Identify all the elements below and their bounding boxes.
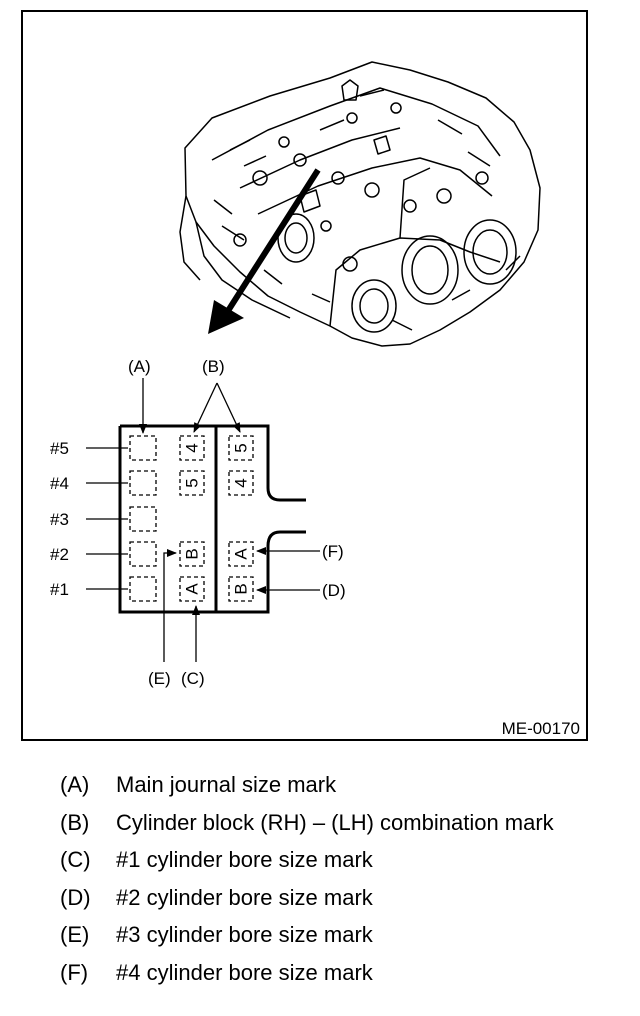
- callout-a: (A): [128, 357, 151, 376]
- journal-label-1: #1: [50, 580, 69, 599]
- mark-left-2: 5: [183, 478, 202, 487]
- legend-text: Cylinder block (RH) – (LH) combination m…: [116, 809, 554, 835]
- legend-key: (C): [60, 847, 91, 872]
- journal-label-5: #5: [50, 439, 69, 458]
- legend-item: (E) #3 cylinder bore size mark: [60, 916, 630, 954]
- legend-text: #4 cylinder bore size mark: [116, 959, 373, 985]
- callout-c: (C): [181, 669, 205, 688]
- mark-left-3: B: [183, 548, 202, 559]
- figure-code: ME-00170: [502, 719, 580, 738]
- mark-left-4: A: [183, 583, 202, 595]
- legend-text: Main journal size mark: [116, 772, 337, 797]
- legend-item: (D) #2 cylinder bore size mark: [60, 879, 630, 917]
- legend-item: (B) Cylinder block (RH) – (LH) combinati…: [60, 804, 630, 842]
- mark-right-2: 4: [232, 478, 251, 487]
- journal-label-4: #4: [50, 474, 69, 493]
- mark-detail-diagram: [86, 378, 320, 662]
- mark-left-1: 4: [183, 443, 202, 452]
- legend-key: (D): [60, 884, 91, 910]
- legend-item: (A) Main journal size mark: [60, 766, 630, 804]
- legend-item: (F) #4 cylinder bore size mark: [60, 954, 630, 992]
- mark-right-4: B: [232, 583, 251, 594]
- legend-text: #1 cylinder bore size mark: [116, 847, 373, 872]
- legend-item: (C) #1 cylinder bore size mark: [60, 841, 630, 879]
- legend-key: (A): [60, 772, 90, 797]
- figure-drawing: (A) (B) (F) (D) (E) (C) #5 #4 #3 #2 #1 4…: [50, 61, 580, 738]
- callout-b: (B): [202, 357, 225, 376]
- callout-f: (F): [322, 542, 344, 561]
- mark-right-1: 5: [232, 443, 251, 452]
- legend: (A) Main journal size mark (B) Cylinder …: [60, 766, 630, 991]
- figure-frame: [21, 10, 588, 741]
- legend-key: (B): [60, 809, 90, 835]
- legend-key: (E): [60, 922, 90, 947]
- journal-label-3: #3: [50, 510, 69, 529]
- callout-e: (E): [148, 669, 171, 688]
- callout-d: (D): [322, 581, 346, 600]
- legend-text: #3 cylinder bore size mark: [116, 922, 373, 947]
- detail-pointer-arrow: [208, 168, 321, 334]
- legend-text: #2 cylinder bore size mark: [116, 884, 373, 910]
- mark-right-3: A: [232, 548, 251, 560]
- legend-key: (F): [60, 959, 89, 985]
- journal-label-2: #2: [50, 545, 69, 564]
